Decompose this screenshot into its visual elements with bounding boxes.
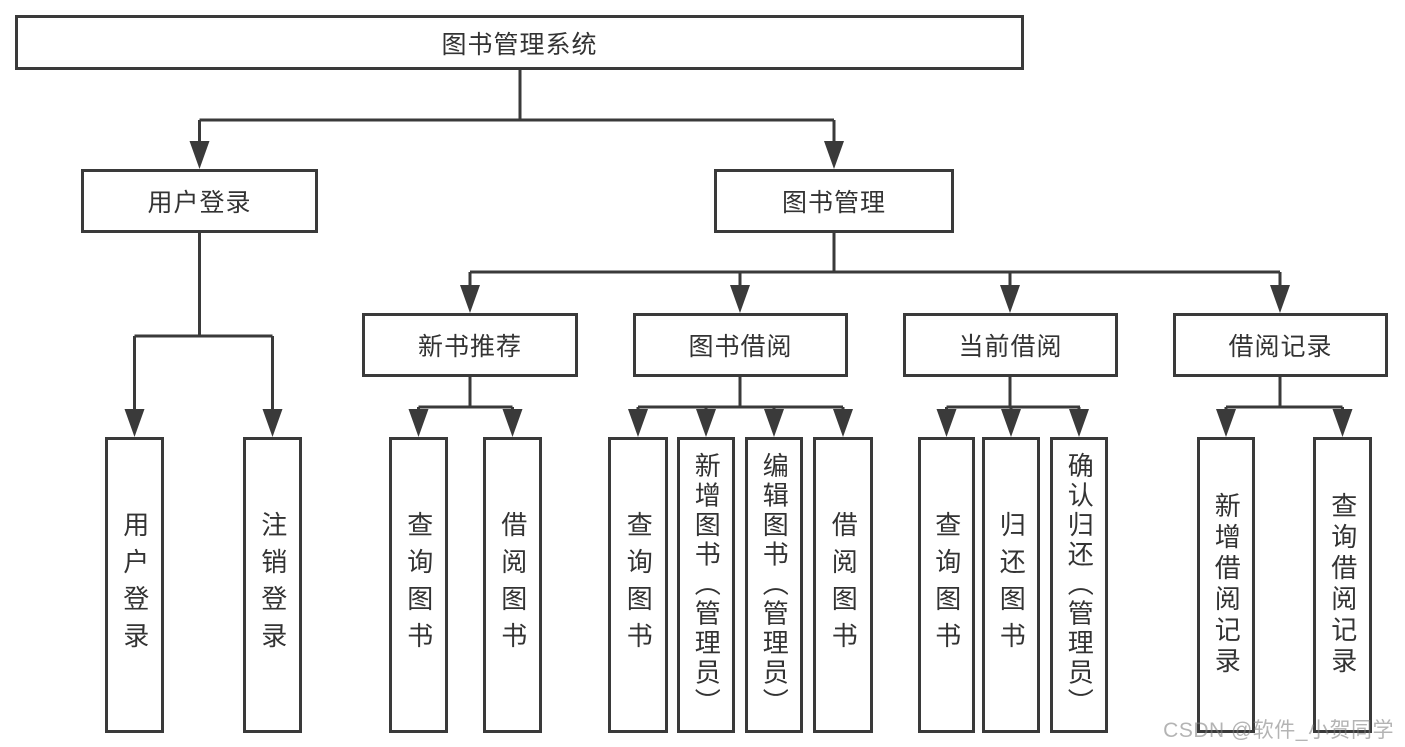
node-book-management: 图书管理 <box>714 169 954 233</box>
node-current-borrowing: 当前借阅 <box>903 313 1118 377</box>
node-label: 确认归还（管理员） <box>1064 452 1095 718</box>
node-label: 图书借阅 <box>688 333 793 361</box>
node-borrowing-records: 借阅记录 <box>1173 313 1388 377</box>
leaf-user-login: 用户登录 <box>105 437 164 733</box>
node-label: 新书推荐 <box>417 333 522 361</box>
node-label: 查询图书 <box>931 511 962 659</box>
node-label: 图书管理系统 <box>441 30 598 59</box>
leaf-add-books-admin: 新增图书（管理员） <box>677 437 735 733</box>
node-label: 用户登录 <box>119 511 150 659</box>
node-label: 当前借阅 <box>958 333 1063 361</box>
leaf-query-books-3: 查询图书 <box>918 437 975 733</box>
node-label: 用户登录 <box>147 189 252 217</box>
node-label: 查询借阅记录 <box>1327 492 1358 678</box>
node-label: 注销登录 <box>257 511 288 659</box>
node-label: 编辑图书（管理员） <box>759 452 790 718</box>
leaf-confirm-return-admin: 确认归还（管理员） <box>1050 437 1108 733</box>
csdn-watermark: CSDN @软件_小贺同学 <box>1163 719 1394 742</box>
leaf-borrow-books-2: 借阅图书 <box>813 437 873 733</box>
leaf-borrow-books-1: 借阅图书 <box>483 437 542 733</box>
node-label: 借阅图书 <box>828 511 859 659</box>
leaf-add-borrow-record: 新增借阅记录 <box>1197 437 1255 733</box>
leaf-query-books-2: 查询图书 <box>608 437 668 733</box>
leaf-query-books-1: 查询图书 <box>389 437 448 733</box>
leaf-query-borrow-record: 查询借阅记录 <box>1313 437 1372 733</box>
node-label: 新增图书（管理员） <box>691 452 722 718</box>
node-label: 查询图书 <box>403 511 434 659</box>
node-label: 借阅记录 <box>1228 333 1333 361</box>
node-label: 归还图书 <box>996 511 1027 659</box>
node-label: 新增借阅记录 <box>1211 492 1242 678</box>
node-label: 借阅图书 <box>497 511 528 659</box>
node-library-management-system: 图书管理系统 <box>15 15 1024 70</box>
leaf-edit-books-admin: 编辑图书（管理员） <box>745 437 803 733</box>
leaf-logout: 注销登录 <box>243 437 302 733</box>
node-label: 图书管理 <box>781 189 886 217</box>
node-user-login: 用户登录 <box>81 169 318 233</box>
leaf-return-books: 归还图书 <box>982 437 1040 733</box>
node-label: 查询图书 <box>623 511 654 659</box>
node-book-borrowing: 图书借阅 <box>633 313 848 377</box>
node-new-book-recommendation: 新书推荐 <box>362 313 578 377</box>
